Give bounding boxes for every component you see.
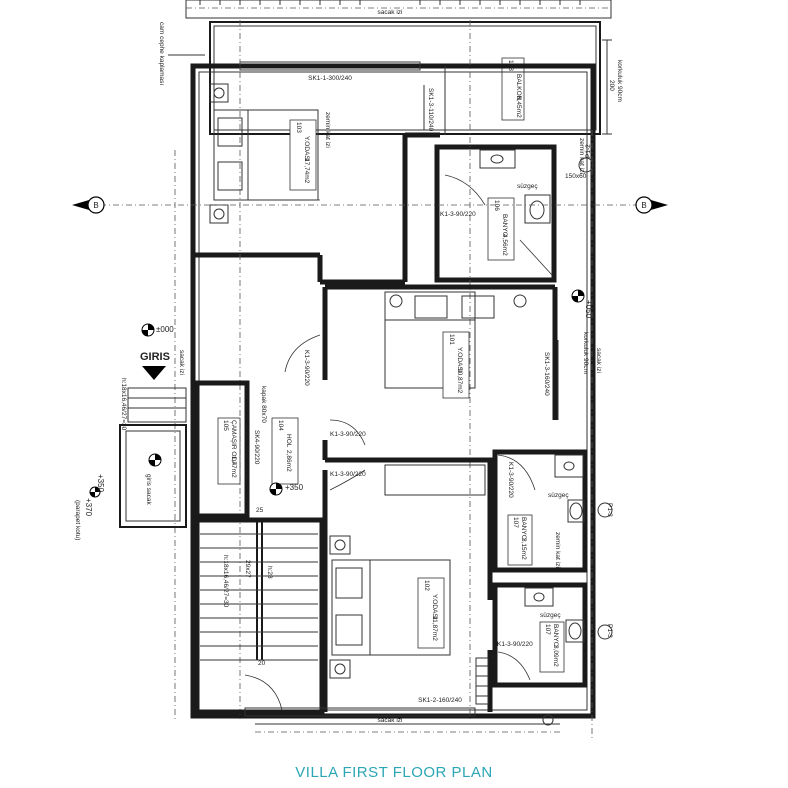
room-106-number: 106 [493,200,500,211]
room-102-area: 11,87m2 [431,616,438,641]
door-k1-101: K1-3-90/220 [330,431,366,438]
room-104-area: 2,86m2 [285,450,292,472]
level-upper: +350 [285,483,304,492]
entrance-level: ±000 [156,325,174,334]
ground-floor-trace-1: zemin kat izi [324,112,331,148]
door-sk4: SK4-90/220 [253,430,260,465]
level-right: +050 [584,300,593,319]
dimension-200: 200 [608,80,615,91]
bathroom-107-lower: süzgeç K1-3-90/220 107 BANYO 3,09m2 P1-3 [492,582,613,726]
syphon-label-107b: süzgeç [540,612,561,619]
door-k1-106: K1-3-90/220 [440,211,476,218]
entrance-label: GIRIS [140,351,170,363]
syphon-label-106: süzgeç [517,183,538,190]
room-107b-number: 107 [544,624,551,635]
staircase: 29x27 h:28 h:18x16,46/27=30 25 20 [194,507,325,715]
room-106-area: 4,56m2 [501,234,508,256]
level-20: 20 [258,660,266,667]
room-105-name: ÇAMAŞIR ODA [230,420,237,466]
glass-facade-note: cam cephe kaplaması [158,22,165,85]
parapet-note: (parapet kotu) [74,500,81,540]
level-parapet: +370 [84,498,93,517]
stair-formula: h:18x16,46/27=30 [222,555,229,608]
room-103-name: Y.ODASI [303,136,310,162]
door-k1-hall: K1-3-90/220 [303,350,310,386]
hall-area: 105 ÇAMAŞIR ODA 1,77m2 104 HOL 2,86m2 ka… [194,334,321,519]
stair-formula-entry: h:18x16,46/27=30 [120,378,127,431]
room-105-number: 105 [222,420,229,431]
eave-label-top: sacak izi [378,9,403,16]
hatch-note: kapak 80x70 [260,386,267,423]
bedroom-102: 102 Y.ODASI 11,87m2 K1-3-90/220 SK1-2-16… [244,460,493,717]
room-101-name: Y.ODASI [456,347,463,373]
entrance: ±000 GIRIS sacak izi h:18x16,46/27=30 gi… [74,323,187,540]
section-marker-left: B [93,201,98,210]
ground-floor-trace-2: zemin kat izi [578,138,585,174]
railing-note-top: korkuluk 90cm [616,60,623,102]
window-p1-3-upper: P1-3 [606,503,613,517]
railing-note-right: korkuluk 90cm [582,332,589,374]
room-105-area: 1,77m2 [230,456,237,478]
opening-sk1-bottom: SK1-2-160/240 [418,697,462,704]
window-p1-3-lower: P1-3 [606,624,613,638]
eave-label-bottom: sacak izi [378,717,403,724]
section-marker-right: B [641,201,646,210]
window-p1-2: P1-2 [585,144,592,158]
bedroom-103: 103 Y.ODASI 17,74m2 zemin kat izi SK1-1-… [195,61,446,285]
opening-sk1-top: SK1-1-300/240 [308,75,352,82]
bedroom-101: 101 Y.ODASI 10,87m2 SK1-3-160/240 K1-3-9… [322,284,593,463]
room-104-number: 104 [277,420,284,431]
room-107a-name: BANYO [520,517,527,540]
opening-sk1-mid: SK1-3-160/240 [543,352,550,396]
room-103-area: 17,74m2 [303,158,310,184]
door-k1-bath-mid: K1-3-90/220 [507,462,514,498]
room-106-name: BANYO [501,214,508,237]
room-107a-number: 107 [512,517,519,528]
room-101-area: 10,87m2 [456,368,463,394]
plan-caption: VILLA FIRST FLOOR PLAN [295,764,493,781]
bathroom-106: süzgeç K1-3-90/220 106 BANYO 4,56m2 zemi… [434,138,594,283]
level-upper-left: +350 [96,474,105,493]
ground-floor-trace-3: zemin kat izi [554,532,561,568]
entry-canopy-note: giris sacak [145,474,152,505]
room-107b-name: BANYO [552,624,559,647]
room-108-area: 8,45m2 [515,96,522,118]
syphon-label-107a: süzgeç [548,492,569,499]
door-k1-bath-low: K1-3-90/220 [497,641,533,648]
room-107a-area: 3,15m2 [520,538,527,560]
room-103-number: 103 [295,122,302,133]
room-102-name: Y.ODASI [431,594,438,620]
eave-label-left: sacak izi [178,350,185,375]
room-102-number: 102 [423,580,430,591]
small-window-1: 150x60 [565,173,587,180]
bathroom-107-upper: süzgeç K1-3-90/220 107 BANYO 3,15m2 P1-3… [492,449,613,573]
room-101-number: 101 [448,334,455,345]
eave-top: sacak izi [185,0,612,19]
balcony: 108 BALKON 8,45m2 korkuluk 90cm 200 [209,21,623,135]
eave-label-right: sacak izi [595,348,602,373]
section-line-b: B B [72,196,668,214]
room-108-name: BALKON [515,74,522,101]
door-k1-102: K1-3-90/220 [330,471,366,478]
eave-bottom: sacak izi [255,717,560,733]
stair-width: h:28 [266,566,273,579]
level-25: 25 [256,507,264,514]
opening-sk1-side: SK1-3-110/240 [427,88,434,132]
stair-step-dimension: 29x27 [244,560,251,578]
room-104-name: HOL [285,434,292,448]
room-107b-area: 3,09m2 [552,645,559,667]
